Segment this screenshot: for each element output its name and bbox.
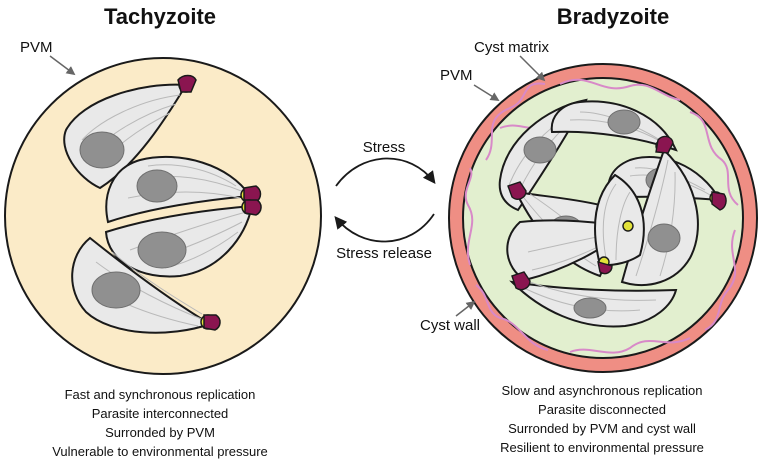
tachyzoite-caption: Surronded by PVM — [105, 425, 215, 440]
stage-conversion: Stress Stress release — [334, 139, 436, 262]
conoid-icon — [511, 271, 531, 291]
tachyzoite-parasite — [63, 74, 197, 190]
conoid-icon — [507, 181, 527, 200]
tachyzoite-parasite — [71, 236, 221, 334]
cyst-wall-pointer — [455, 300, 476, 317]
bradyzoite-caption: Surronded by PVM and cyst wall — [508, 421, 696, 436]
tachyzoite-title: Tachyzoite — [104, 4, 216, 29]
bradyzoite-pvm-label: PVM — [440, 67, 473, 84]
matrix-fibers — [464, 78, 739, 354]
pvm-pointer — [49, 55, 76, 76]
bradyzoite-caption: Parasite disconnected — [538, 402, 666, 417]
cyst-matrix-label: Cyst matrix — [474, 39, 550, 56]
stress-arrow — [335, 157, 436, 187]
tachyzoite-caption: Parasite interconnected — [92, 406, 229, 421]
pvm-label: PVM — [20, 39, 53, 56]
conoid-icon — [655, 135, 674, 154]
tachyzoite-caption: Fast and synchronous replication — [65, 387, 256, 402]
cyst-matrix-pointer — [519, 55, 546, 82]
conoid-icon — [241, 199, 262, 216]
bradyzoite-parasite — [509, 280, 678, 328]
tachyzoite-caption: Vulnerable to environmental pressure — [52, 444, 268, 459]
conoid-icon — [240, 185, 262, 203]
conoid-icon — [597, 256, 613, 275]
bradyzoite-parasite — [594, 173, 645, 267]
stress-label: Stress — [363, 139, 406, 156]
bradyzoite-captions: Slow and asynchronous replication Parasi… — [500, 383, 704, 455]
bradyzoite-caption: Slow and asynchronous replication — [502, 383, 703, 398]
stress-release-arrow — [334, 213, 435, 243]
bradyzoite-title: Bradyzoite — [557, 4, 669, 29]
bradyzoite-pvm-pointer — [473, 84, 500, 101]
conoid-icon — [622, 220, 634, 232]
tachyzoite-vacuole: PVM — [4, 39, 322, 375]
cyst-wall-label: Cyst wall — [420, 317, 480, 334]
stress-release-label: Stress release — [336, 245, 432, 262]
conoid-icon — [177, 74, 197, 93]
conoid-icon — [709, 191, 727, 211]
tachyzoite-parasite — [105, 156, 262, 224]
conoid-icon — [200, 314, 221, 331]
bradyzoite-caption: Resilient to environmental pressure — [500, 440, 704, 455]
tachyzoite-captions: Fast and synchronous replication Parasit… — [52, 387, 268, 459]
tachyzoite-parasite — [104, 199, 262, 278]
bradyzoite-cyst: Cyst matrix PVM Cyst wall — [420, 39, 758, 373]
bradyzoite-parasite — [550, 100, 678, 152]
